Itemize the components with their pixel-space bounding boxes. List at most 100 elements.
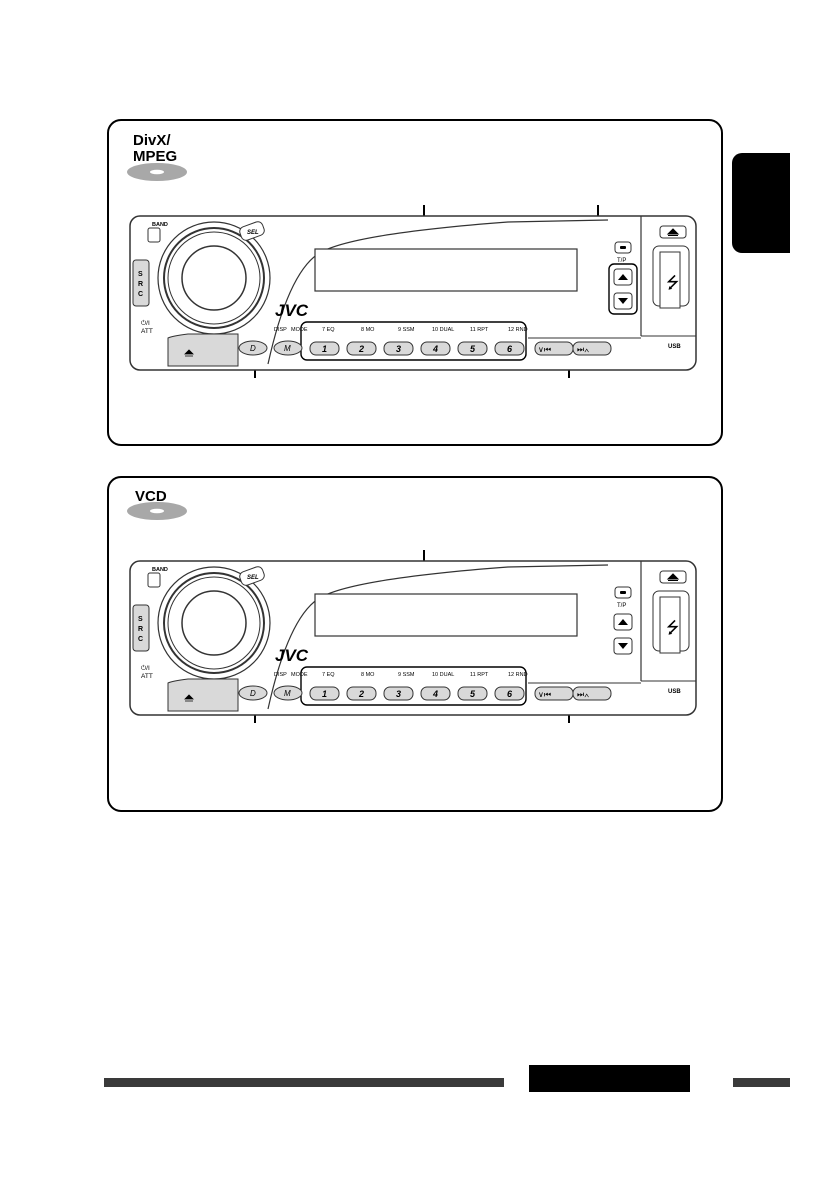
preset-label-8: 8 MO	[361, 327, 375, 333]
d-label: D	[250, 344, 256, 353]
skip-forward-button[interactable]: ⏭∧	[572, 341, 612, 356]
m-label: M	[284, 344, 291, 353]
down-arrow-icon	[618, 298, 628, 304]
control-dial[interactable]	[157, 221, 271, 335]
preset-button-4[interactable]	[420, 686, 451, 701]
preset-button-5[interactable]	[457, 341, 488, 356]
skip-forward-up-icon: ⏭∧	[577, 345, 589, 354]
tp-button[interactable]	[614, 241, 632, 254]
down-button[interactable]	[613, 637, 633, 655]
skip-back-button[interactable]: ∨⏮	[534, 686, 574, 701]
d-button[interactable]	[238, 685, 268, 701]
m-label: M	[284, 689, 291, 698]
power-att-label: ⏻/I	[141, 665, 150, 672]
preset-button-2[interactable]	[346, 341, 377, 356]
detach-eject-button[interactable]	[167, 678, 239, 712]
usb-port[interactable]: ⭍	[652, 245, 690, 309]
skip-back-button[interactable]: ∨⏮	[534, 341, 574, 356]
preset-label-12: 12 RND	[508, 672, 528, 678]
vcd-panel-frame	[107, 476, 723, 812]
preset-label-11: 11 RPT	[470, 327, 489, 333]
divx-mpeg-disc-logo: DivX/ MPEG	[127, 132, 187, 181]
preset-label-9: 9 SSM	[398, 327, 415, 333]
preset-label-12: 12 RND	[508, 327, 528, 333]
mode-label: MODE	[291, 327, 308, 333]
detach-eject-button[interactable]	[167, 333, 239, 367]
power-att-label: ⏻/I	[141, 320, 150, 327]
control-dial[interactable]	[157, 566, 271, 680]
preset-number-6: 6	[507, 689, 513, 699]
d-button[interactable]	[238, 340, 268, 356]
up-button[interactable]	[613, 613, 633, 631]
up-arrow-icon	[618, 619, 628, 625]
preset-button-4[interactable]	[420, 341, 451, 356]
preset-number-5: 5	[470, 344, 476, 354]
preset-button-5[interactable]	[457, 686, 488, 701]
preset-number-4: 4	[432, 344, 438, 354]
sel-label: SEL	[247, 230, 259, 236]
preset-number-2: 2	[358, 344, 364, 354]
preset-button-2[interactable]	[346, 686, 377, 701]
disp-label: DISP	[274, 672, 287, 678]
m-button[interactable]	[273, 685, 303, 701]
att-label: ATT	[141, 673, 153, 680]
preset-label-11: 11 RPT	[470, 672, 489, 678]
disc-logo-line-1: DivX/	[133, 132, 171, 149]
down-arrow-icon	[618, 643, 628, 649]
tp-label: T/P	[617, 603, 626, 609]
src-button[interactable]	[132, 259, 150, 307]
tp-label: T/P	[617, 258, 626, 264]
disp-label: DISP	[274, 327, 287, 333]
sel-button[interactable]	[238, 220, 265, 241]
usb-icon: ⭍	[666, 619, 679, 637]
down-skip-back-icon: ∨⏮	[538, 690, 551, 699]
preset-number-4: 4	[432, 689, 438, 699]
jvc-logo: JVC	[275, 301, 309, 320]
eject-button[interactable]	[659, 225, 687, 239]
preset-label-7: 7 EQ	[322, 672, 335, 678]
band-button[interactable]	[147, 227, 161, 243]
eject-button[interactable]	[659, 570, 687, 584]
disc-logo-line-2: MPEG	[133, 148, 177, 165]
language-tab	[732, 153, 790, 253]
preset-button-6[interactable]	[494, 686, 525, 701]
usb-icon: ⭍	[666, 274, 679, 292]
up-arrow-icon	[618, 274, 628, 280]
preset-button-1[interactable]	[309, 341, 340, 356]
preset-button-3[interactable]	[383, 686, 414, 701]
tp-button[interactable]	[614, 586, 632, 599]
sel-label: SEL	[247, 575, 259, 581]
src-button[interactable]	[132, 604, 150, 652]
skip-forward-button[interactable]: ⏭∧	[572, 686, 612, 701]
band-label: BAND	[152, 222, 168, 228]
preset-label-8: 8 MO	[361, 672, 375, 678]
usb-label: USB	[668, 344, 681, 350]
down-button[interactable]	[613, 292, 633, 310]
preset-button-1[interactable]	[309, 686, 340, 701]
up-button[interactable]	[613, 268, 633, 286]
preset-number-3: 3	[396, 689, 401, 699]
m-button[interactable]	[273, 340, 303, 356]
footer-page-box	[529, 1065, 690, 1092]
preset-label-7: 7 EQ	[322, 327, 335, 333]
down-skip-back-icon: ∨⏮	[538, 345, 551, 354]
divx-mpeg-panel-frame	[107, 119, 723, 446]
preset-number-6: 6	[507, 344, 513, 354]
preset-number-1: 1	[322, 689, 327, 699]
preset-button-6[interactable]	[494, 341, 525, 356]
preset-group-outline	[300, 666, 527, 706]
usb-port[interactable]: ⭍	[652, 590, 690, 654]
preset-button-3[interactable]	[383, 341, 414, 356]
band-button[interactable]	[147, 572, 161, 588]
preset-number-1: 1	[322, 344, 327, 354]
preset-number-2: 2	[358, 689, 364, 699]
preset-group-outline	[300, 321, 527, 361]
usb-label: USB	[668, 689, 681, 695]
preset-label-9: 9 SSM	[398, 672, 415, 678]
sel-button[interactable]	[238, 565, 265, 586]
d-label: D	[250, 689, 256, 698]
